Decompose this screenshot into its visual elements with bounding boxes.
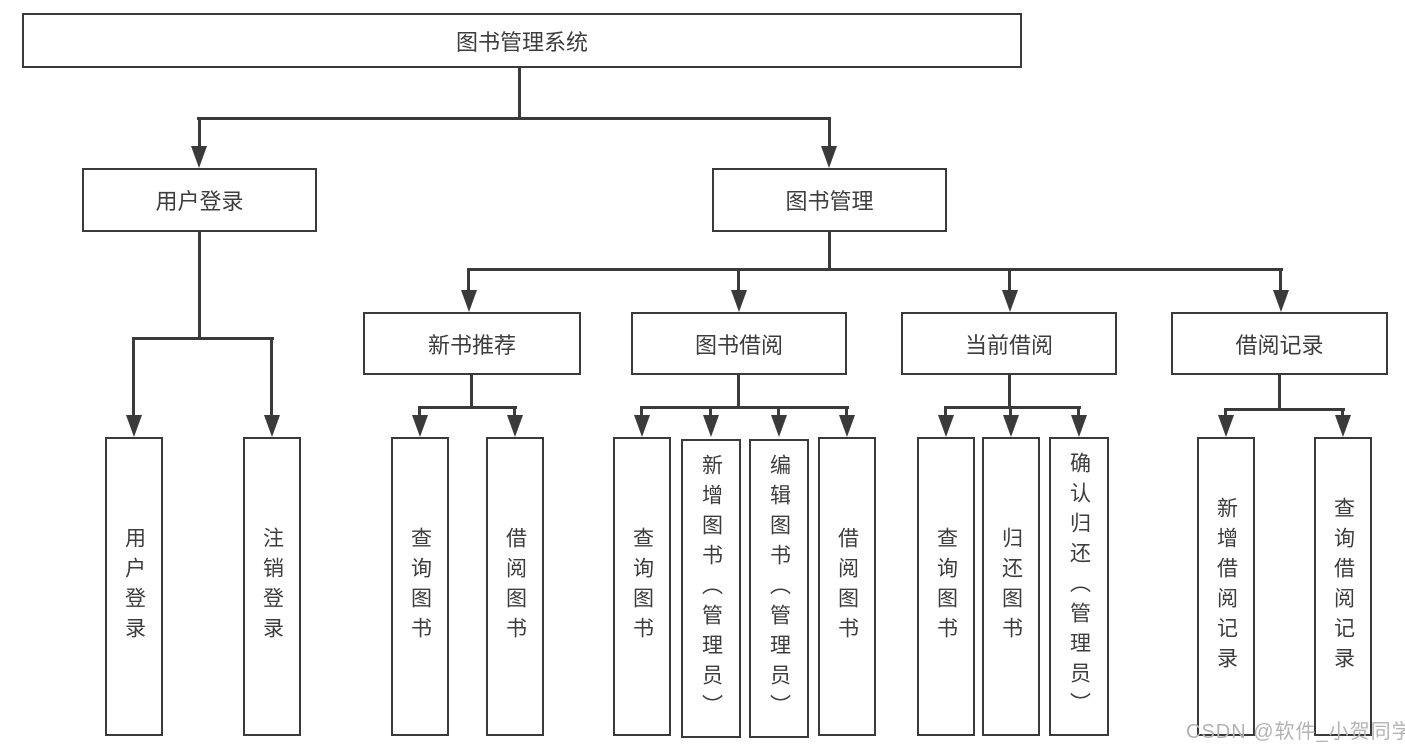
- node-label: 借阅图书: [503, 526, 527, 647]
- node-label: 当前借阅: [964, 332, 1053, 358]
- arrowhead-icon: [191, 146, 207, 168]
- arrowhead-icon: [412, 415, 428, 437]
- connector-borrowing-drop2: [709, 406, 712, 417]
- connector-bookmgmt-bar: [467, 268, 1283, 271]
- node-label: 编辑图书（管理员）: [767, 453, 791, 724]
- arrowhead-icon: [1335, 415, 1351, 437]
- node-label: 新书推荐: [427, 332, 516, 358]
- connector-borrowing-drop1: [640, 406, 643, 417]
- arrowhead-icon: [821, 146, 837, 168]
- arrowhead-icon: [1071, 415, 1087, 437]
- node-label: 新增图书（管理员）: [699, 453, 723, 724]
- node-label: 用户登录: [122, 526, 146, 647]
- node-library-management-system: 图书管理系统: [22, 13, 1022, 68]
- connector-userlogin-drop1: [132, 337, 135, 417]
- arrowhead-icon: [1273, 290, 1289, 312]
- connector-bookmgmt-drop1: [467, 268, 470, 292]
- arrowhead-icon: [771, 415, 787, 437]
- leaf-edit-book-admin: 编辑图书（管理员）: [749, 439, 809, 738]
- arrowhead-icon: [634, 415, 650, 437]
- leaf-query-books-current: 查询图书: [917, 437, 975, 736]
- arrowhead-icon: [264, 415, 280, 437]
- node-user-login: 用户登录: [82, 168, 317, 232]
- node-label: 新增借阅记录: [1214, 496, 1238, 677]
- node-label: 查询图书: [630, 526, 654, 647]
- leaf-borrow-books-recommend: 借阅图书: [486, 437, 544, 736]
- arrowhead-icon: [938, 415, 954, 437]
- node-label: 查询借阅记录: [1331, 496, 1355, 677]
- node-label: 借阅记录: [1235, 332, 1324, 358]
- leaf-user-login: 用户登录: [105, 437, 163, 736]
- arrowhead-icon: [507, 415, 523, 437]
- node-label: 图书管理: [785, 189, 874, 214]
- arrowhead-icon: [1218, 415, 1234, 437]
- node-book-borrowing: 图书借阅: [631, 312, 847, 375]
- node-label: 归还图书: [999, 526, 1023, 647]
- connector-records-drop1: [1224, 408, 1227, 417]
- connector-borrowing-bar: [640, 406, 849, 409]
- leaf-borrow-books-borrowing: 借阅图书: [818, 437, 876, 736]
- csdn-watermark: CSDN @软件_小贺同学: [1186, 721, 1405, 743]
- arrowhead-icon: [1003, 415, 1019, 437]
- arrowhead-icon: [731, 290, 747, 312]
- connector-borrowing-stem: [737, 373, 740, 409]
- connector-root-drop-right: [828, 117, 831, 149]
- node-label: 借阅图书: [835, 526, 859, 647]
- connector-bookmgmt-drop2: [737, 268, 740, 292]
- connector-records-drop2: [1341, 408, 1344, 417]
- connector-userlogin-stem: [198, 230, 201, 340]
- connector-current-stem: [1008, 373, 1011, 409]
- node-label: 确认归还（管理员）: [1067, 451, 1091, 722]
- node-label: 图书借阅: [694, 332, 783, 358]
- connector-root-bar: [197, 117, 831, 120]
- leaf-logout-login: 注销登录: [243, 437, 301, 736]
- connector-userlogin-bar: [132, 337, 274, 340]
- connector-borrowing-drop3: [777, 406, 780, 417]
- leaf-add-book-admin: 新增图书（管理员）: [681, 439, 741, 738]
- node-label: 图书管理系统: [455, 29, 588, 55]
- arrowhead-icon: [1002, 290, 1018, 312]
- connector-bookmgmt-drop4: [1279, 268, 1282, 292]
- node-label: 注销登录: [260, 526, 284, 647]
- connector-root-drop-left: [198, 117, 201, 149]
- connector-current-drop1: [944, 406, 947, 417]
- connector-bookmgmt-stem: [828, 231, 831, 271]
- arrowhead-icon: [126, 415, 142, 437]
- connector-userlogin-drop2: [270, 337, 273, 417]
- node-label: 查询图书: [408, 526, 432, 647]
- connector-newbook-bar: [418, 406, 517, 409]
- arrowhead-icon: [839, 415, 855, 437]
- connector-newbook-drop2: [513, 406, 516, 417]
- connector-borrowing-drop4: [845, 406, 848, 417]
- node-label: 用户登录: [155, 189, 244, 214]
- node-new-book-recommend: 新书推荐: [363, 312, 581, 375]
- connector-bookmgmt-drop3: [1008, 268, 1011, 292]
- node-current-borrowing: 当前借阅: [901, 312, 1117, 375]
- leaf-confirm-return-admin: 确认归还（管理员）: [1049, 437, 1109, 736]
- connector-records-stem: [1278, 373, 1281, 411]
- node-borrowing-records: 借阅记录: [1171, 312, 1388, 375]
- leaf-add-borrow-record: 新增借阅记录: [1197, 437, 1255, 736]
- node-label: 查询图书: [934, 526, 958, 647]
- leaf-return-book: 归还图书: [982, 437, 1040, 736]
- node-book-management: 图书管理: [712, 168, 947, 232]
- leaf-query-borrow-record: 查询借阅记录: [1314, 437, 1372, 736]
- leaf-query-books-borrowing: 查询图书: [613, 437, 671, 736]
- connector-newbook-drop1: [418, 406, 421, 417]
- connector-newbook-stem: [470, 373, 473, 409]
- leaf-query-books-recommend: 查询图书: [391, 437, 449, 736]
- arrowhead-icon: [461, 290, 477, 312]
- connector-records-bar: [1224, 408, 1345, 411]
- connector-current-drop2: [1009, 406, 1012, 417]
- arrowhead-icon: [703, 415, 719, 437]
- connector-root-stem: [518, 66, 521, 120]
- connector-current-drop3: [1077, 406, 1080, 417]
- connector-current-bar: [944, 406, 1081, 409]
